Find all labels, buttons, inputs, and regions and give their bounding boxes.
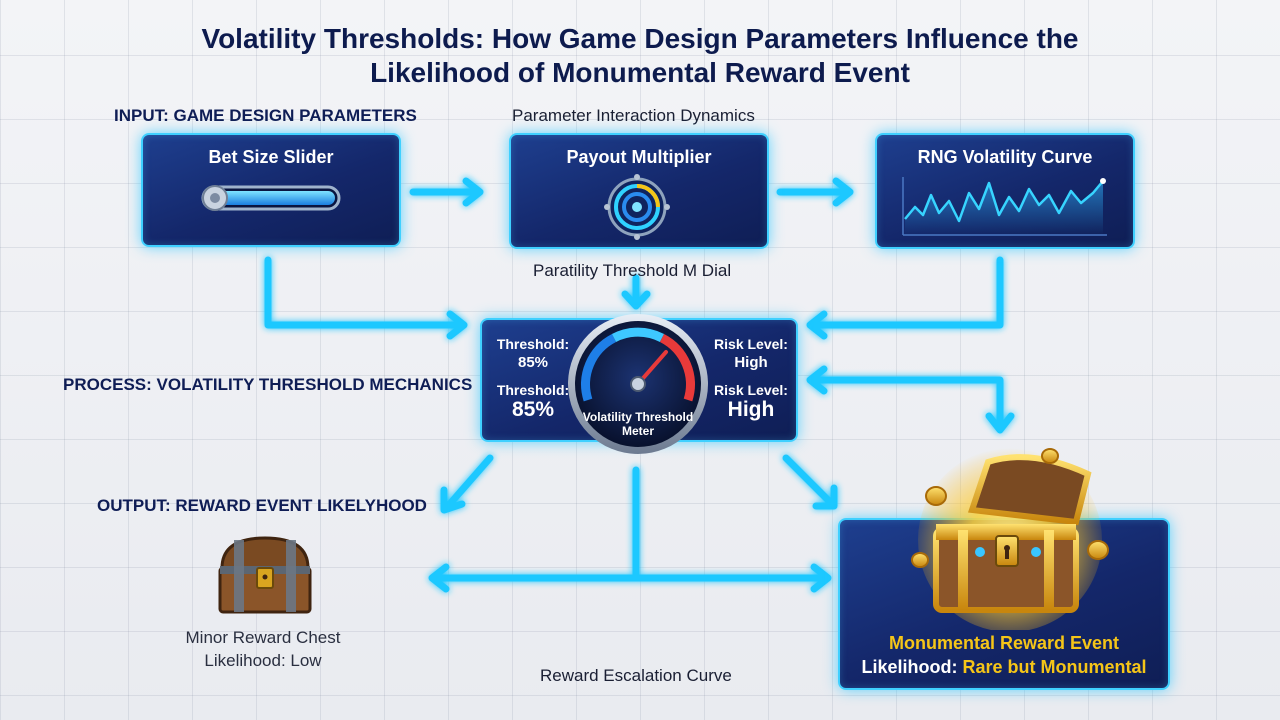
threshold-big-value: 85% — [511, 398, 555, 421]
gauge-icon — [568, 314, 708, 454]
volatility-line-icon — [902, 177, 1107, 236]
interaction-label: Parameter Interaction Dynamics — [512, 106, 755, 125]
payout-title: Payout Multiplier — [566, 147, 712, 167]
arrow-meter-to-monumental — [782, 454, 836, 508]
input-section-label: INPUT: GAME DESIGN PARAMETERS — [114, 106, 417, 125]
risk-big-value: High — [727, 398, 775, 421]
gauge-caption-line-1: Volatility Threshold — [582, 410, 694, 424]
risk-big-key: Risk Level: — [714, 382, 788, 398]
dial-label: Paratility Threshold M Dial — [533, 261, 732, 280]
gauge-caption-line-2: Meter — [621, 424, 654, 438]
bet-size-card: Bet Size Slider — [141, 133, 401, 247]
open-treasure-chest-icon — [911, 448, 1109, 630]
monumental-likelihood-value: Rare but Monumental — [962, 657, 1147, 677]
rng-card: RNG Volatility Curve — [875, 133, 1135, 249]
bet-size-title: Bet Size Slider — [208, 147, 334, 167]
payout-card: Payout Multiplier — [509, 133, 769, 249]
minor-chest-title: Minor Reward Chest — [185, 628, 341, 647]
monumental-likelihood: Likelihood: Rare but Monumental — [840, 657, 1168, 678]
process-section-label: PROCESS: VOLATILITY THRESHOLD MECHANICS — [63, 375, 473, 394]
threshold-small-key: Threshold: — [496, 336, 570, 352]
arrow-rng-to-meter — [808, 256, 1004, 329]
title-line-2: Likelihood of Monumental Reward Event — [370, 57, 910, 88]
arrow-meter-to-output — [444, 454, 494, 510]
monumental-likelihood-prefix: Likelihood: — [861, 657, 963, 677]
arrow-bet-to-meter — [264, 256, 466, 329]
escalation-label: Reward Escalation Curve — [540, 666, 732, 685]
risk-small-key: Risk Level: — [714, 336, 788, 352]
threshold-small-value: 85% — [517, 354, 549, 371]
target-dial-icon — [604, 174, 670, 240]
minor-chest-likelihood: Likelihood: Low — [204, 651, 322, 670]
arrow-meter-risk-loop — [808, 376, 1004, 432]
treasure-chest-icon — [218, 536, 312, 614]
rng-title: RNG Volatility Curve — [917, 147, 1093, 167]
slider-icon — [201, 185, 341, 211]
title-line-1: Volatility Thresholds: How Game Design P… — [201, 23, 1079, 54]
output-section-label: OUTPUT: REWARD EVENT LIKELYHOOD — [97, 496, 427, 515]
risk-small-value: High — [734, 354, 768, 371]
page-title: Volatility Thresholds: How Game Design P… — [0, 22, 1280, 90]
threshold-big-key: Threshold: — [496, 382, 570, 398]
monumental-title: Monumental Reward Event — [888, 633, 1120, 653]
